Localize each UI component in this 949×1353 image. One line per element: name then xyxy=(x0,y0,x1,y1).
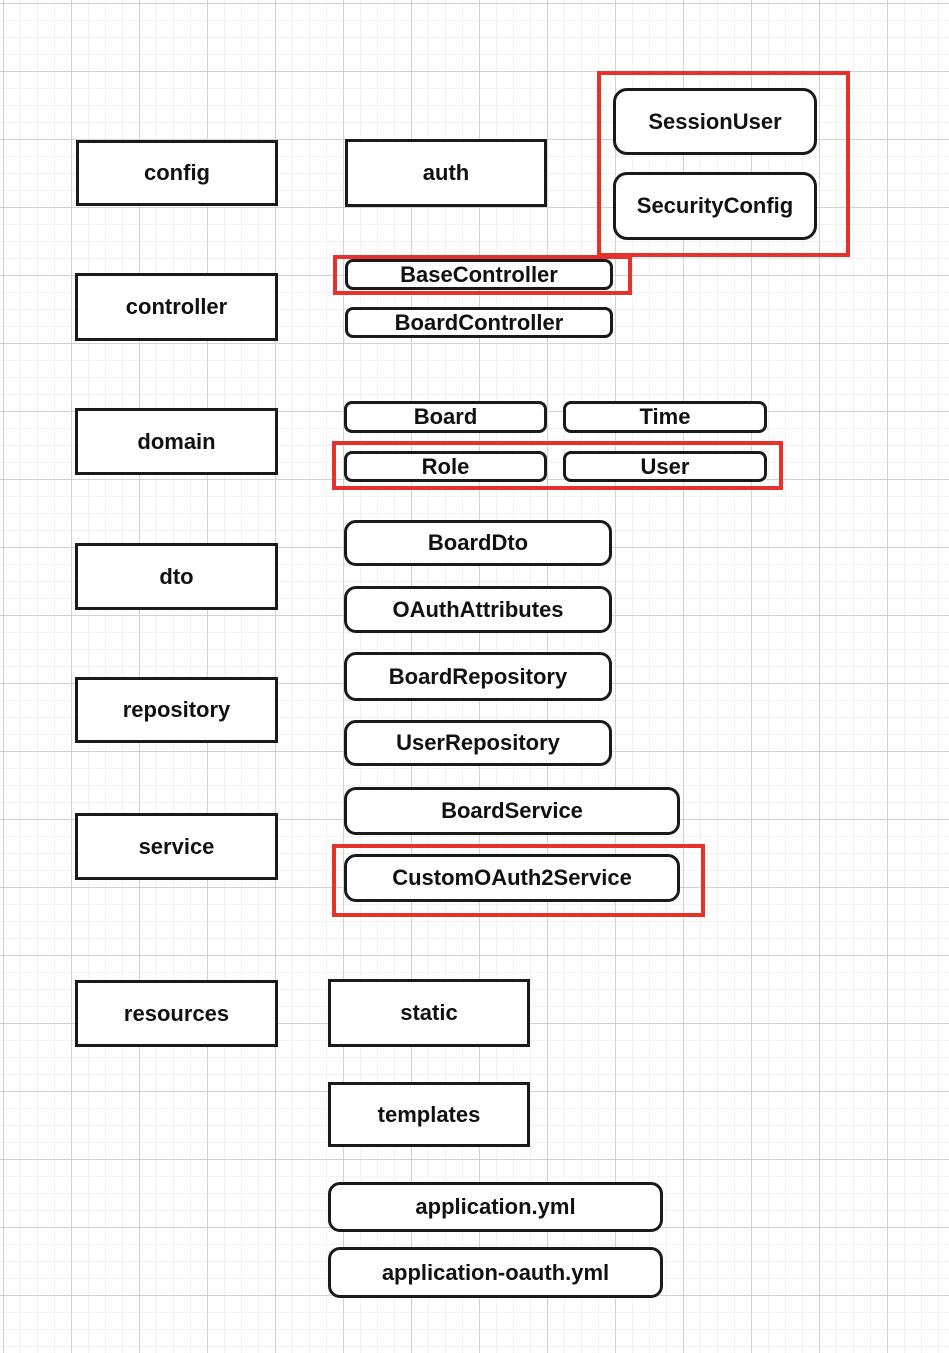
class-user-label: User xyxy=(640,453,690,479)
class-role-box: Role xyxy=(344,451,547,482)
class-time-box: Time xyxy=(563,401,767,433)
folder-service-box: service xyxy=(75,813,278,880)
class-boarddto-label: BoardDto xyxy=(427,530,529,555)
file-application-oauth-yml-box: application-oauth.yml xyxy=(328,1247,663,1298)
class-oauthattributes-box: OAuthAttributes xyxy=(344,586,612,633)
folder-repository-label: repository xyxy=(122,697,231,722)
highlight-box-basecontroller xyxy=(333,255,632,295)
folder-domain-box: domain xyxy=(75,408,278,475)
folder-auth-box: auth xyxy=(345,139,547,207)
class-oauthattributes-label: OAuthAttributes xyxy=(392,596,564,622)
class-boardcontroller-label: BoardController xyxy=(394,309,564,335)
class-customoauth2service-box: CustomOAuth2Service xyxy=(344,854,680,902)
class-boardrepository-box: BoardRepository xyxy=(344,652,612,701)
class-user-box: User xyxy=(563,451,767,482)
class-customoauth2service-label: CustomOAuth2Service xyxy=(392,865,632,890)
class-boarddto-box: BoardDto xyxy=(344,520,612,566)
highlight-box-role-user xyxy=(332,441,783,490)
folder-resources-label: resources xyxy=(123,1000,230,1026)
class-time-label: Time xyxy=(639,404,691,429)
highlight-box-customoauth2service xyxy=(332,844,705,917)
folder-auth-label: auth xyxy=(422,160,470,185)
folder-service-label: service xyxy=(138,833,215,859)
highlight-box-session-security xyxy=(597,71,850,257)
file-application-yml-box: application.yml xyxy=(328,1182,663,1232)
folder-dto-box: dto xyxy=(75,543,278,610)
folder-controller-label: controller xyxy=(125,294,228,319)
folder-templates-box: templates xyxy=(328,1082,530,1147)
class-sessionuser-label: SessionUser xyxy=(648,108,782,134)
class-securityconfig-label: SecurityConfig xyxy=(636,193,794,218)
file-application-yml-label: application.yml xyxy=(415,1194,576,1219)
class-userrepository-label: UserRepository xyxy=(396,730,560,755)
class-boardcontroller-box: BoardController xyxy=(345,307,613,338)
folder-dto-label: dto xyxy=(159,563,194,589)
class-boardservice-box: BoardService xyxy=(344,787,680,835)
class-board-box: Board xyxy=(344,401,547,433)
folder-repository-box: repository xyxy=(75,677,278,743)
class-securityconfig-box: SecurityConfig xyxy=(613,172,817,240)
file-application-oauth-yml-label: application-oauth.yml xyxy=(381,1259,610,1285)
class-userrepository-box: UserRepository xyxy=(344,720,612,766)
class-boardrepository-label: BoardRepository xyxy=(388,663,568,689)
class-sessionuser-box: SessionUser xyxy=(613,88,817,155)
class-basecontroller-label: BaseController xyxy=(400,261,558,287)
folder-static-label: static xyxy=(400,1000,458,1025)
folder-static-box: static xyxy=(328,979,530,1047)
folder-templates-label: templates xyxy=(377,1101,481,1127)
folder-config-label: config xyxy=(144,160,210,185)
class-boardservice-label: BoardService xyxy=(441,798,583,823)
class-basecontroller-box: BaseController xyxy=(345,259,613,290)
class-board-label: Board xyxy=(413,404,478,429)
folder-resources-box: resources xyxy=(75,980,278,1047)
folder-config-box: config xyxy=(76,140,278,206)
folder-domain-label: domain xyxy=(137,428,216,454)
folder-controller-box: controller xyxy=(75,273,278,341)
class-role-label: Role xyxy=(421,453,470,479)
